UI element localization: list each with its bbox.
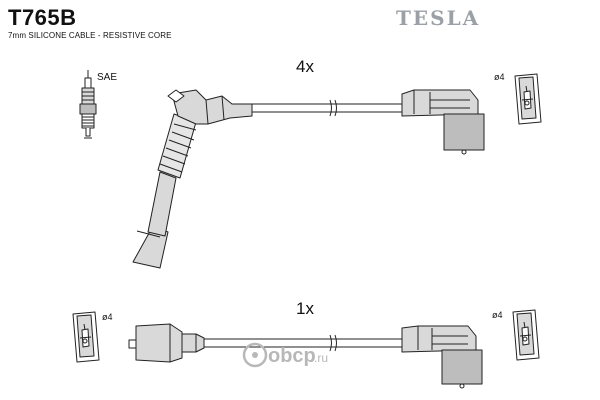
terminal-bottom-right [512,309,540,361]
coil-boot-bottom [401,325,483,389]
qty-label-top: 4x [296,57,314,76]
diameter-label-bottom-right: ø4 [492,310,503,320]
watermark-text: obcp [268,345,316,367]
spark-plug-icon [79,70,97,139]
diameter-label-bottom-left: ø4 [102,312,113,322]
straight-boot-bottom [128,323,205,363]
brand-logo: TESLA [396,6,481,30]
top-lead [132,89,485,269]
bottom-lead [128,323,483,389]
watermark-logo: obcp .ru [242,342,328,368]
terminal-top-right [514,73,542,125]
qty-label-bottom: 1x [296,299,314,318]
terminal-bottom-left [72,311,100,363]
watermark-domain: .ru [314,351,328,365]
spark-plug-label: SAE [97,72,117,83]
coil-boot-top [401,89,485,155]
diameter-label-top-right: ø4 [494,72,505,82]
cable-spec: 7mm SILICONE CABLE - RESISTIVE CORE [8,31,172,40]
plug-boot-top [132,89,253,269]
part-number: T765B [8,5,77,30]
